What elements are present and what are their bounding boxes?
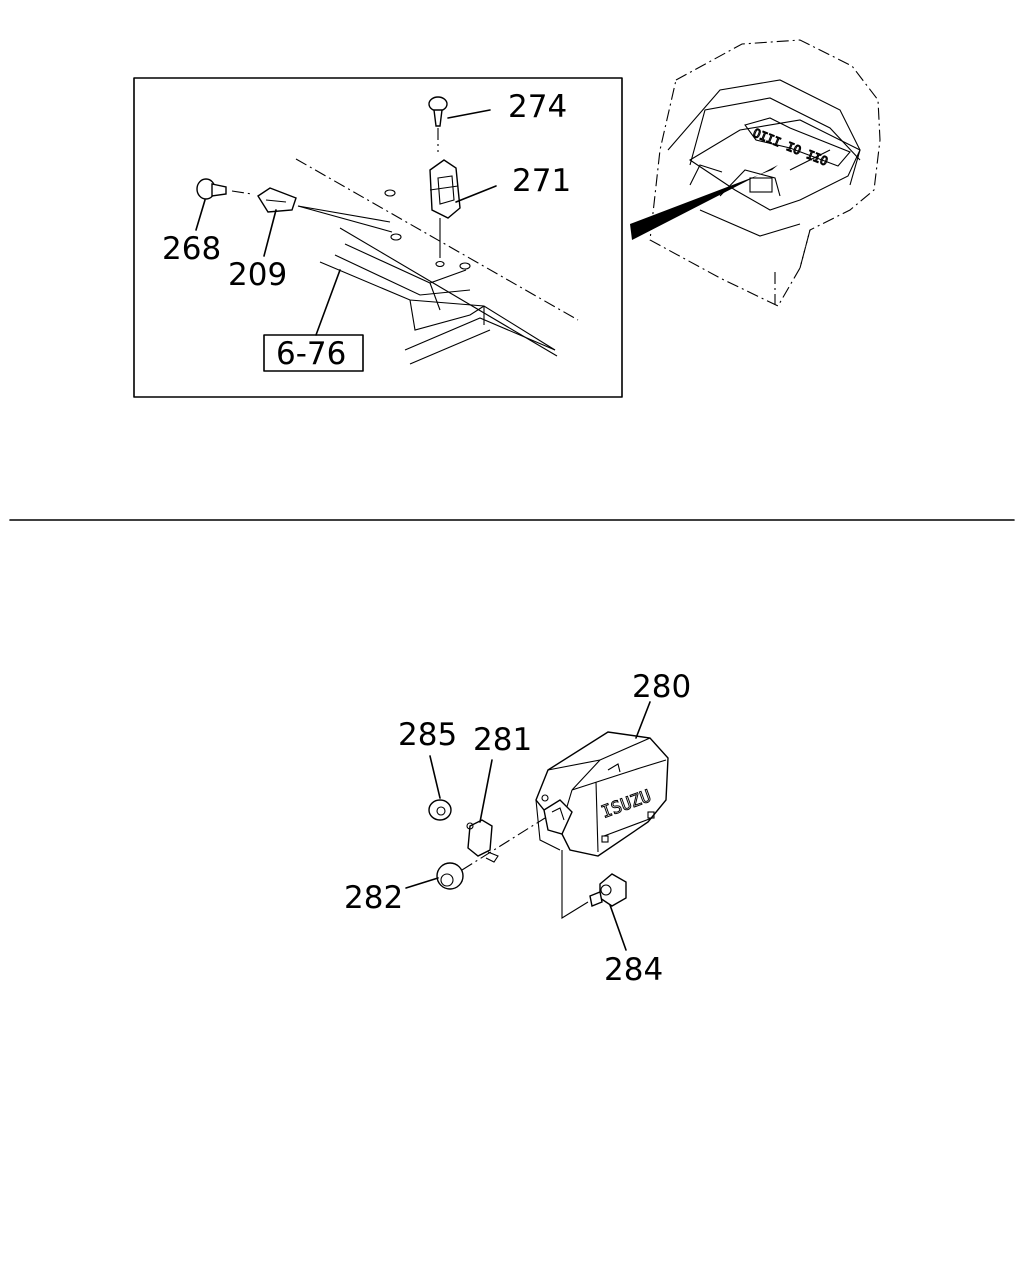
label-282: 282 <box>344 880 403 916</box>
label-280: 280 <box>632 669 691 705</box>
leader-280 <box>635 701 651 739</box>
leader-274 <box>447 109 491 119</box>
label-209: 209 <box>228 257 287 293</box>
bolt-284-icon <box>589 873 627 907</box>
grommet-282-icon <box>436 862 464 890</box>
nut-285-icon <box>428 799 452 821</box>
cover-280-icon: ISUZU <box>535 731 669 857</box>
assembly-line-b <box>561 850 589 919</box>
label-284: 284 <box>604 952 663 988</box>
label-274: 274 <box>508 89 567 125</box>
leader-268 <box>195 199 206 231</box>
callout-wedge <box>630 165 778 240</box>
leader-282 <box>405 877 439 889</box>
detail-inset: 274 271 268 209 6-76 <box>133 77 623 398</box>
svg-text:OIII IO IIO: OIII IO IIO <box>751 126 830 169</box>
leader-281 <box>479 759 493 823</box>
leader-209 <box>263 209 277 257</box>
bracket-281-icon <box>466 819 499 863</box>
ref-box-6-76 <box>263 334 364 372</box>
bottom-assembly: ISUZU 280 <box>344 669 691 988</box>
nut-209-icon <box>257 187 393 233</box>
label-271: 271 <box>512 163 571 199</box>
label-6-76: 6-76 <box>276 336 346 372</box>
leader-285 <box>429 755 441 799</box>
screw-274-icon <box>428 96 448 152</box>
clip-271-icon <box>429 159 461 258</box>
label-268: 268 <box>162 231 221 267</box>
clip-268-icon <box>196 178 253 200</box>
label-285: 285 <box>398 717 457 753</box>
inset-frame <box>133 77 623 398</box>
leader-6-76 <box>315 269 341 336</box>
label-281: 281 <box>473 722 532 758</box>
truck-cab-illustration: OIII IO IIO <box>649 39 881 307</box>
leader-284 <box>609 904 627 951</box>
assembly-line-a <box>461 817 546 871</box>
panel-surface <box>295 158 579 365</box>
leader-271 <box>455 185 497 203</box>
